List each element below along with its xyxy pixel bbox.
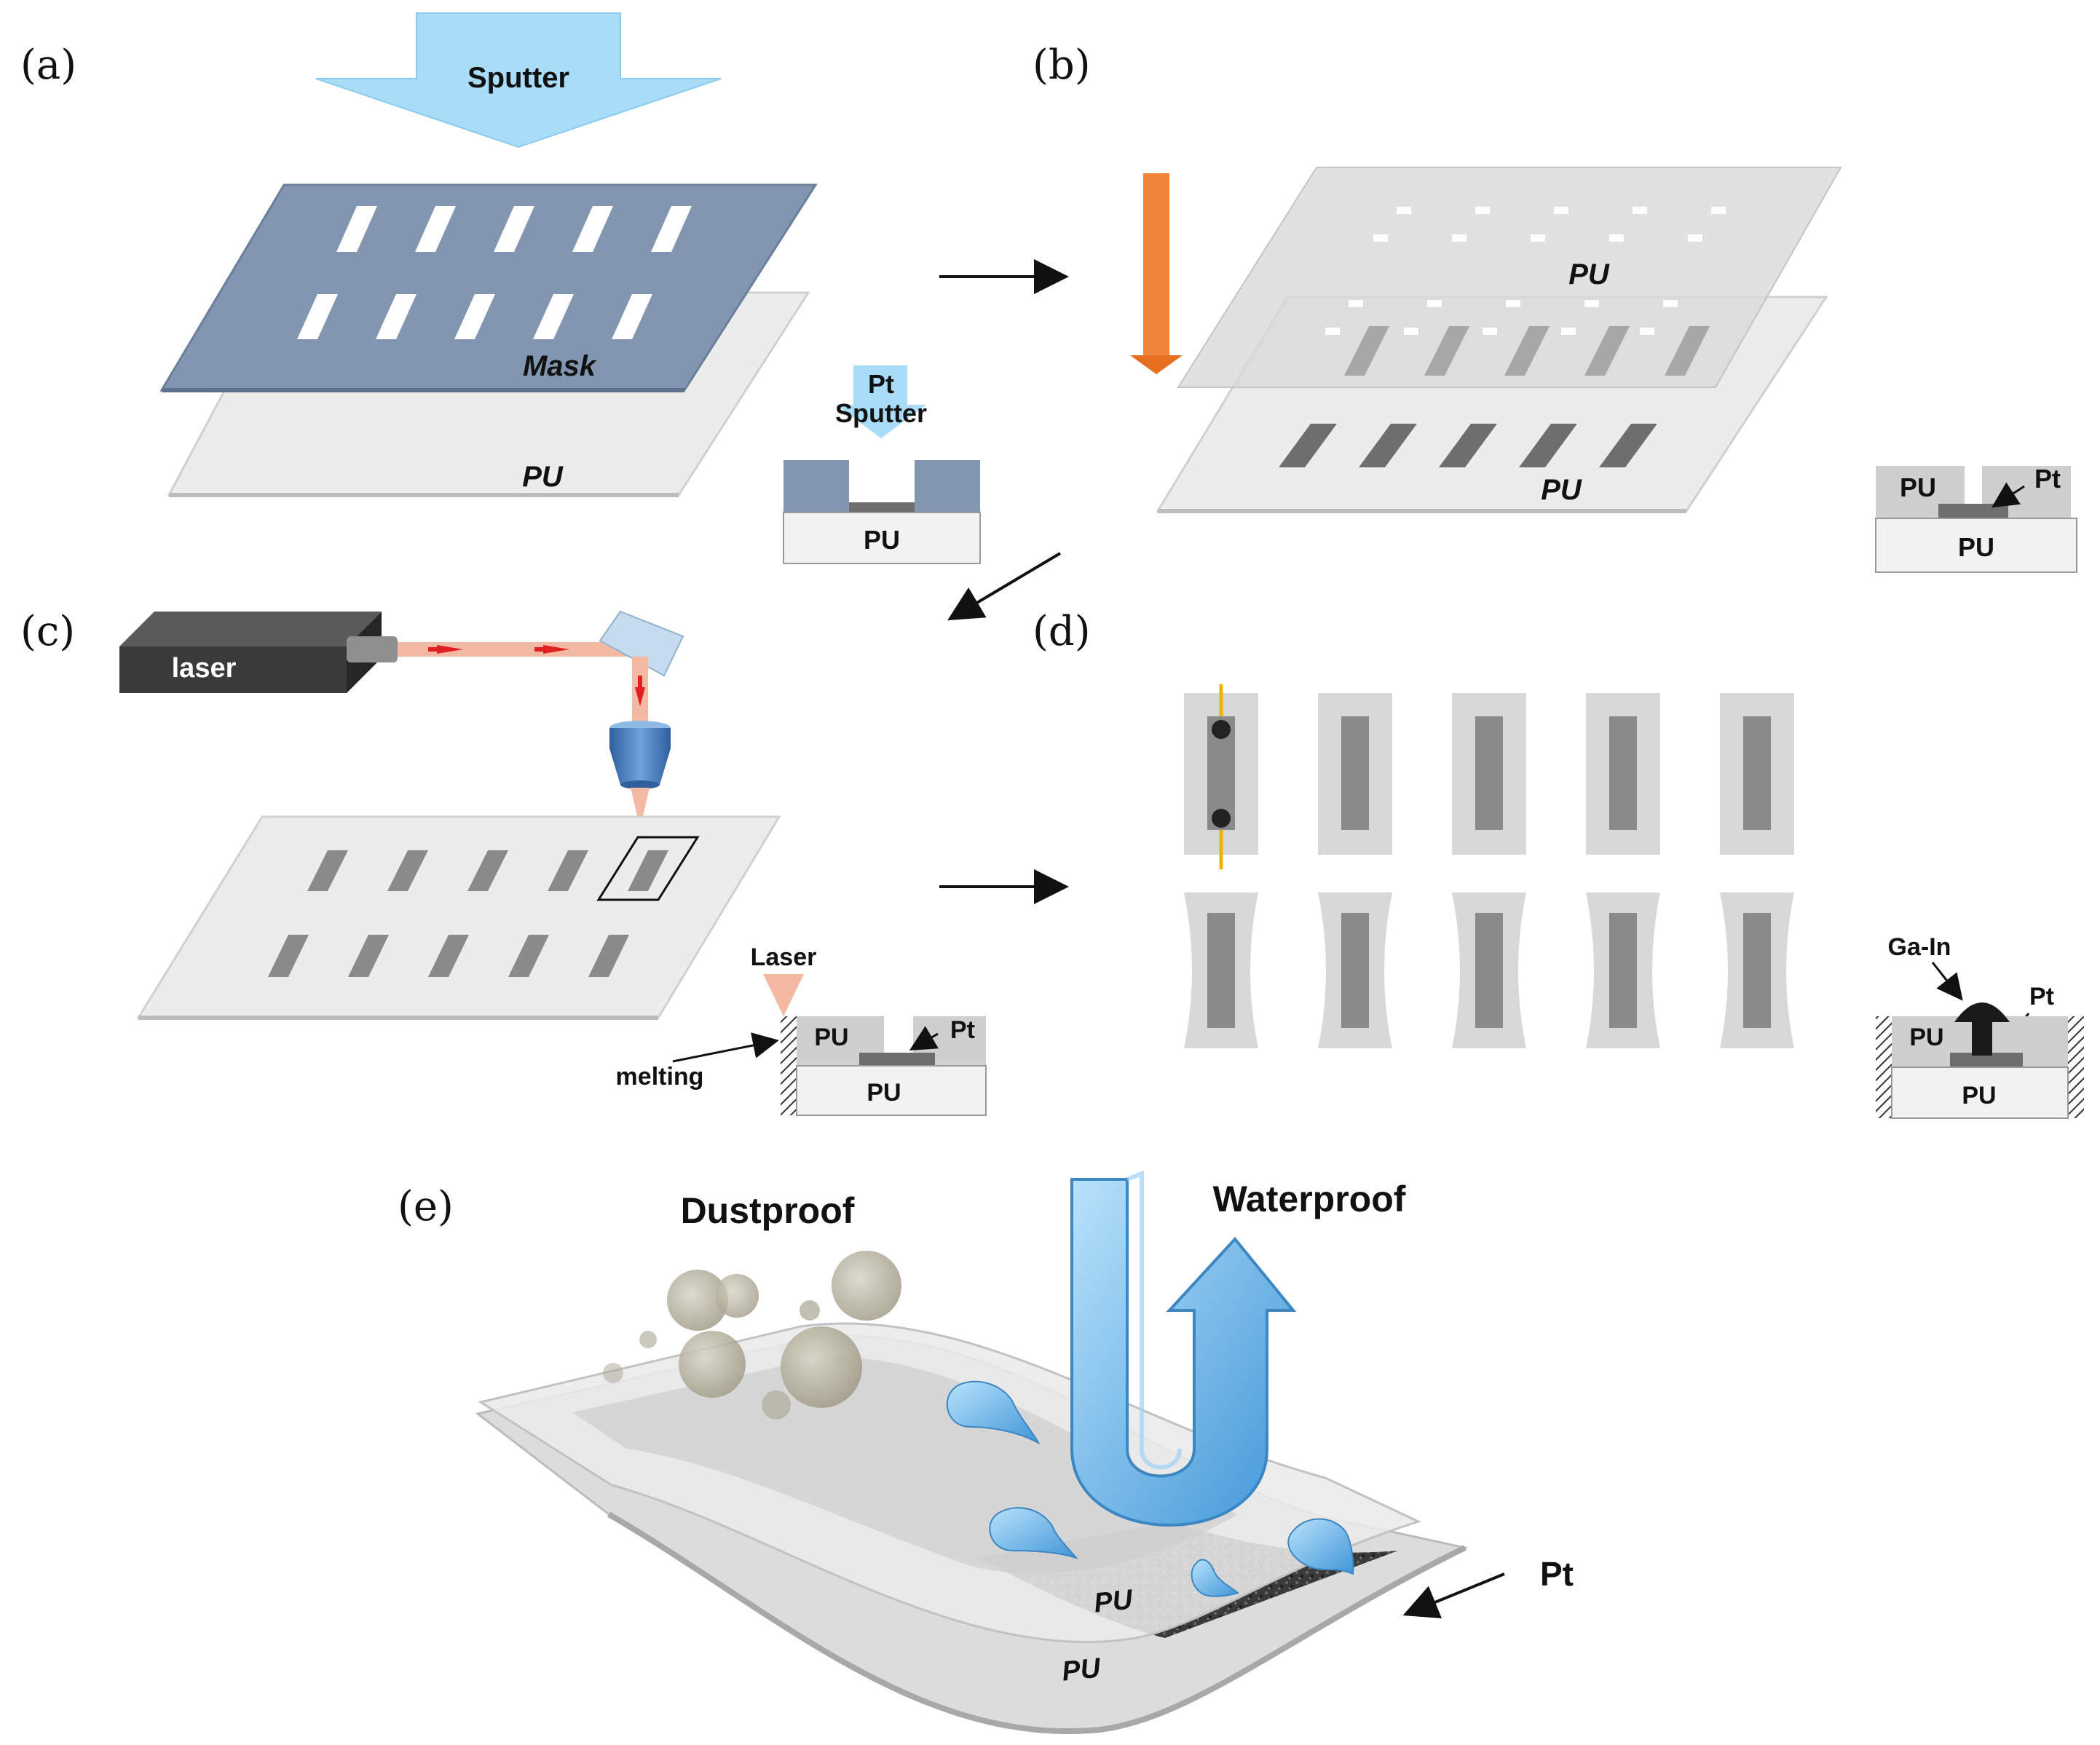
inset-b-pt: Pt [2034,464,2061,494]
pt-electrodes-b [1279,424,1657,467]
panel-c: (c) laser [20,608,987,1116]
objective-lens [609,721,671,789]
panel-label-e: (e) [398,1183,454,1230]
pu-top-b [1177,167,1842,388]
inset-b-left: PU [1900,472,1936,502]
pt-sputter-arrow [836,365,926,438]
pu-top-label-b: PU [1568,258,1610,290]
inset-c-left: PU [814,1024,848,1051]
waterproof-u-arrow [1070,1170,1297,1527]
inset-b: PU Pt PU [1875,464,2077,573]
water-droplets [946,1380,1354,1597]
waterproof-label: Waterproof [1213,1179,1406,1219]
inset-d-substrate: PU [1962,1082,1996,1109]
inset-c-melting: melting [616,1063,704,1091]
sputter-arrow [315,12,722,149]
panel-d: (d) [1033,608,2084,1119]
inset-d: Ga-In Pt PU PU [1876,933,2084,1119]
laser-source: laser [119,612,398,693]
inset-d-pt: Pt [2029,983,2054,1010]
focused-beam [631,788,650,828]
orange-press-arrow [1143,173,1169,355]
arrow-b-to-c [947,552,1062,621]
panel-label-c: (c) [20,608,75,655]
mask-label: Mask [523,350,597,382]
inset-c: Laser PU Pt PU melting [616,943,987,1116]
dustproof-label: Dustproof [681,1190,855,1231]
panel-label-a: (a) [20,41,76,89]
pt-electrodes-c [268,850,668,977]
inset-a-pt: Pt [868,369,894,399]
panel-label-b: (b) [1033,41,1091,89]
pu-bottom-label-e: PU [1060,1653,1102,1687]
cut-pieces-top [1184,684,1794,869]
inset-a-substrate: PU [864,525,900,555]
mirror [599,610,684,677]
pu-sheet-c [136,815,781,1019]
pu-top-label-e: PU [1092,1584,1134,1618]
inset-c-pt: Pt [950,1016,975,1044]
pt-label-e: Pt [1540,1555,1574,1593]
laser-cut-frame [596,836,700,901]
inset-c-laser: Laser [751,943,817,971]
ga-in-drop [1954,1002,2010,1022]
inset-d-left: PU [1909,1024,1943,1051]
laser-box-label: laser [172,653,237,684]
pu-label-a: PU [522,461,564,493]
inset-d-gain: Ga-In [1888,933,1951,961]
inset-a-sputter: Sputter [835,398,927,428]
mask-openings [297,206,692,339]
panel-a: (a) Sputter PU Mask Pt Sputter [20,12,981,564]
panel-e: (e) Dustproof Waterproof PU PU Pt [398,1170,1574,1735]
inset-a: Pt Sputter PU [783,365,981,564]
laser-beam-horizontal [398,642,652,657]
sputter-label: Sputter [467,62,569,94]
inset-b-substrate: PU [1958,532,1994,562]
pu-bottom-label-b: PU [1541,474,1582,506]
panel-label-d: (d) [1033,608,1091,655]
dust-particles [603,1251,901,1420]
panel-b: (b) PU [1033,41,2077,573]
pu-top-windows [1325,207,1726,335]
inset-c-substrate: PU [867,1079,901,1107]
